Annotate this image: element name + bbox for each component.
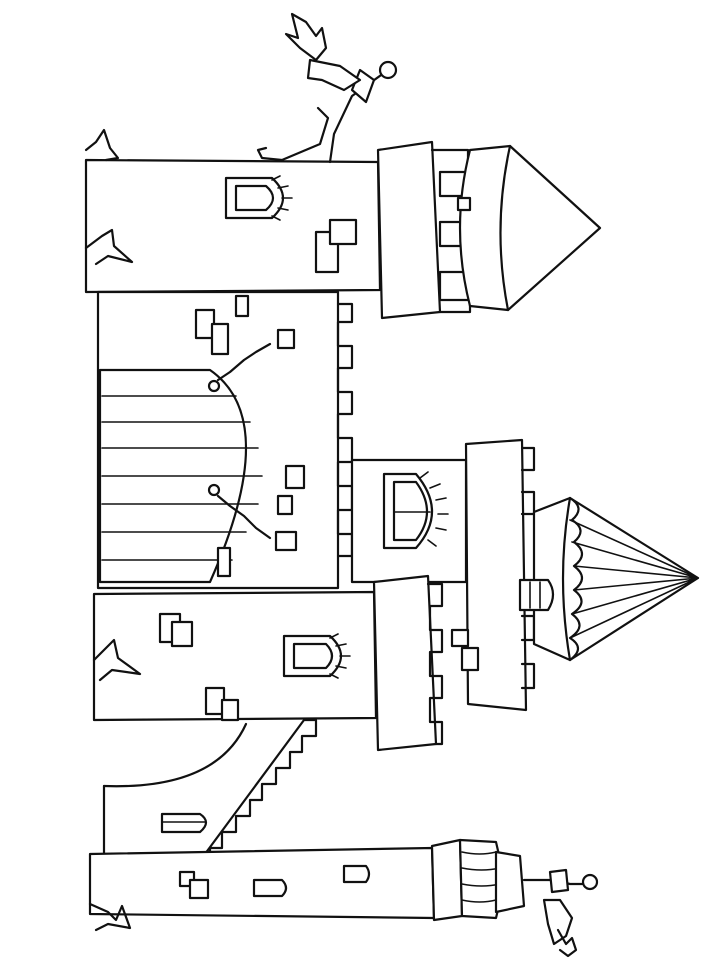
keep-roof-scallops <box>568 496 584 662</box>
top-tower-crenels <box>430 148 472 314</box>
keep-roof-ribs <box>569 519 699 639</box>
staircase <box>200 718 318 860</box>
top-tower-window-bricks <box>271 175 293 221</box>
bottom-tower-collar <box>430 838 464 922</box>
stone <box>328 218 358 246</box>
grass-tuft <box>84 228 134 266</box>
middle-keep <box>350 438 700 712</box>
top-tower-cone-roof <box>458 144 602 312</box>
stone <box>276 494 294 516</box>
stair-wall <box>102 718 318 860</box>
bottom-tower-window <box>252 878 288 898</box>
flagpole-knob <box>378 60 398 80</box>
stone <box>188 878 210 900</box>
stone <box>450 628 470 648</box>
keep-roof-scallop-rim <box>561 496 572 662</box>
bottom-tower <box>88 838 599 958</box>
keep-window <box>382 472 434 550</box>
top-tower-parapet <box>376 140 442 320</box>
grass-tuft <box>84 128 120 162</box>
curtain-wall-crenels <box>336 302 354 558</box>
top-tower-window <box>224 176 285 220</box>
bottom-flag <box>542 898 574 946</box>
keep-window-inner <box>392 480 428 542</box>
top-tower-window-inner <box>234 184 275 212</box>
stone <box>460 646 480 672</box>
grass-tuft <box>88 902 132 932</box>
stair-window <box>160 812 208 834</box>
curtain-wall <box>96 290 354 590</box>
stone <box>234 294 250 318</box>
keep-small-door-planks <box>529 581 541 609</box>
flag-band <box>306 58 362 92</box>
stone <box>210 322 230 356</box>
keep-crenels <box>520 446 536 690</box>
lower-tower-crenels <box>426 582 444 746</box>
top-tower-slot <box>456 196 472 212</box>
grass-tuft <box>92 638 142 682</box>
stone <box>170 620 194 648</box>
flag-holder <box>350 68 376 104</box>
gate-ring <box>207 483 221 497</box>
bottom-tower-neck <box>494 850 526 914</box>
arch-curve <box>102 722 248 788</box>
keep-tent-roof <box>532 496 700 662</box>
drawbridge-chain <box>216 342 272 382</box>
stone <box>274 530 298 552</box>
stone <box>276 328 296 350</box>
bottom-flag-holder <box>548 868 570 894</box>
bottom-flag-flame <box>556 928 578 958</box>
flag-ribbon <box>256 106 330 162</box>
lower-tower <box>92 574 480 752</box>
stone <box>284 464 306 490</box>
top-tower-roof-rim <box>499 144 512 312</box>
keep-parapet <box>464 438 528 712</box>
bottom-flagpole-knob <box>581 873 599 891</box>
drawbridge-chain <box>216 494 272 540</box>
gate-planks <box>101 395 263 561</box>
gate-ring <box>207 379 221 393</box>
flag-flame <box>284 12 328 62</box>
lower-tower-window-bricks <box>329 633 351 679</box>
lower-tower-parapet <box>372 574 438 752</box>
stone <box>216 546 232 578</box>
bottom-tower-bulb-bands <box>461 851 501 903</box>
stone <box>220 698 240 722</box>
bottom-tower-window <box>342 864 371 884</box>
keep-small-door <box>518 578 555 612</box>
top-tower <box>84 12 602 320</box>
lower-tower-window-inner <box>292 642 334 670</box>
keep-window-bricks <box>419 471 449 547</box>
